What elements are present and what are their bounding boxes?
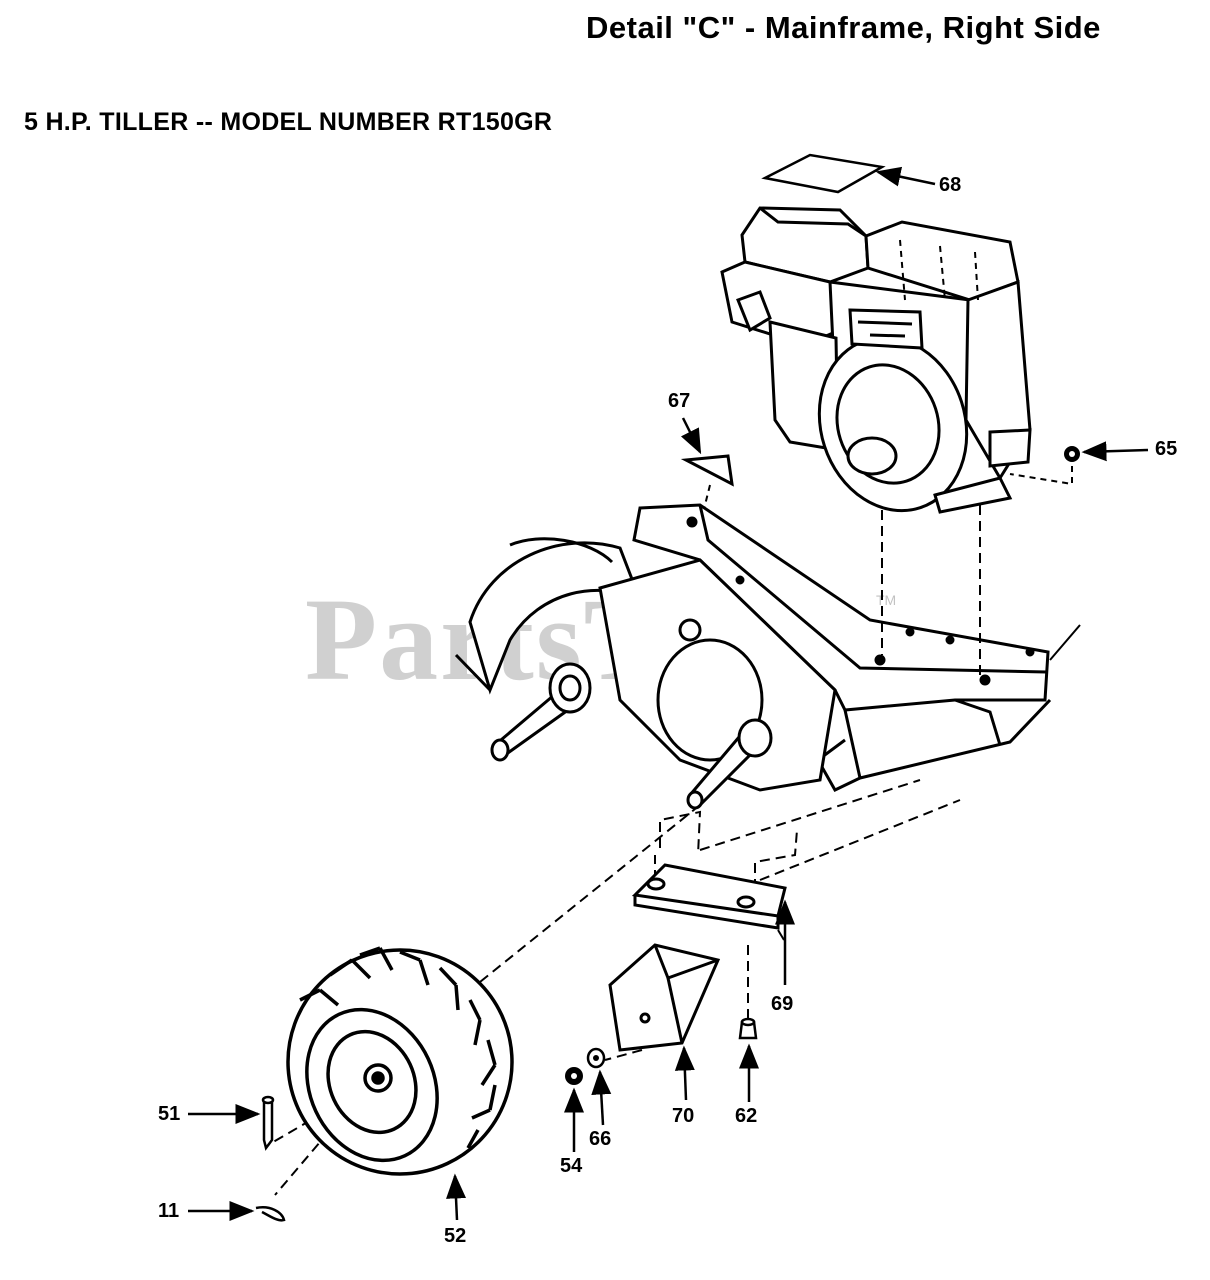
callout-68: 68	[939, 174, 962, 196]
pin-51	[261, 1095, 275, 1151]
callout-54: 54	[560, 1155, 583, 1177]
nut-54	[565, 1067, 583, 1085]
wheel-52	[286, 946, 514, 1176]
tine-shaft	[490, 662, 592, 762]
bolt-62	[738, 1017, 758, 1040]
callout-11: 11	[158, 1200, 180, 1222]
tine-hood	[454, 537, 643, 695]
callout-69: 69	[771, 993, 794, 1015]
weight-70	[608, 943, 721, 1052]
callout-65: 65	[1155, 438, 1178, 460]
callout-62: 62	[735, 1105, 758, 1127]
nut-65	[1064, 446, 1080, 462]
engine	[720, 206, 1032, 514]
callout-67: 67	[668, 390, 691, 412]
callout-66: 66	[589, 1128, 612, 1150]
callout-51: 51	[158, 1103, 181, 1125]
callout-70: 70	[672, 1105, 695, 1127]
transmission-housing	[598, 558, 837, 792]
decal-68	[761, 153, 886, 194]
diagram-title: Detail "C" - Mainframe, Right Side	[586, 10, 1101, 45]
wheel-axle	[686, 718, 773, 810]
decal-67	[680, 454, 734, 487]
plate-69	[631, 863, 787, 930]
clip-11	[255, 1206, 286, 1222]
engine-detail-lines	[899, 239, 979, 301]
callout-52: 52	[444, 1225, 467, 1247]
washer-66	[586, 1047, 606, 1069]
mainframe	[632, 503, 1052, 792]
model-subtitle: 5 H.P. TILLER -- MODEL NUMBER RT150GR	[24, 108, 553, 136]
